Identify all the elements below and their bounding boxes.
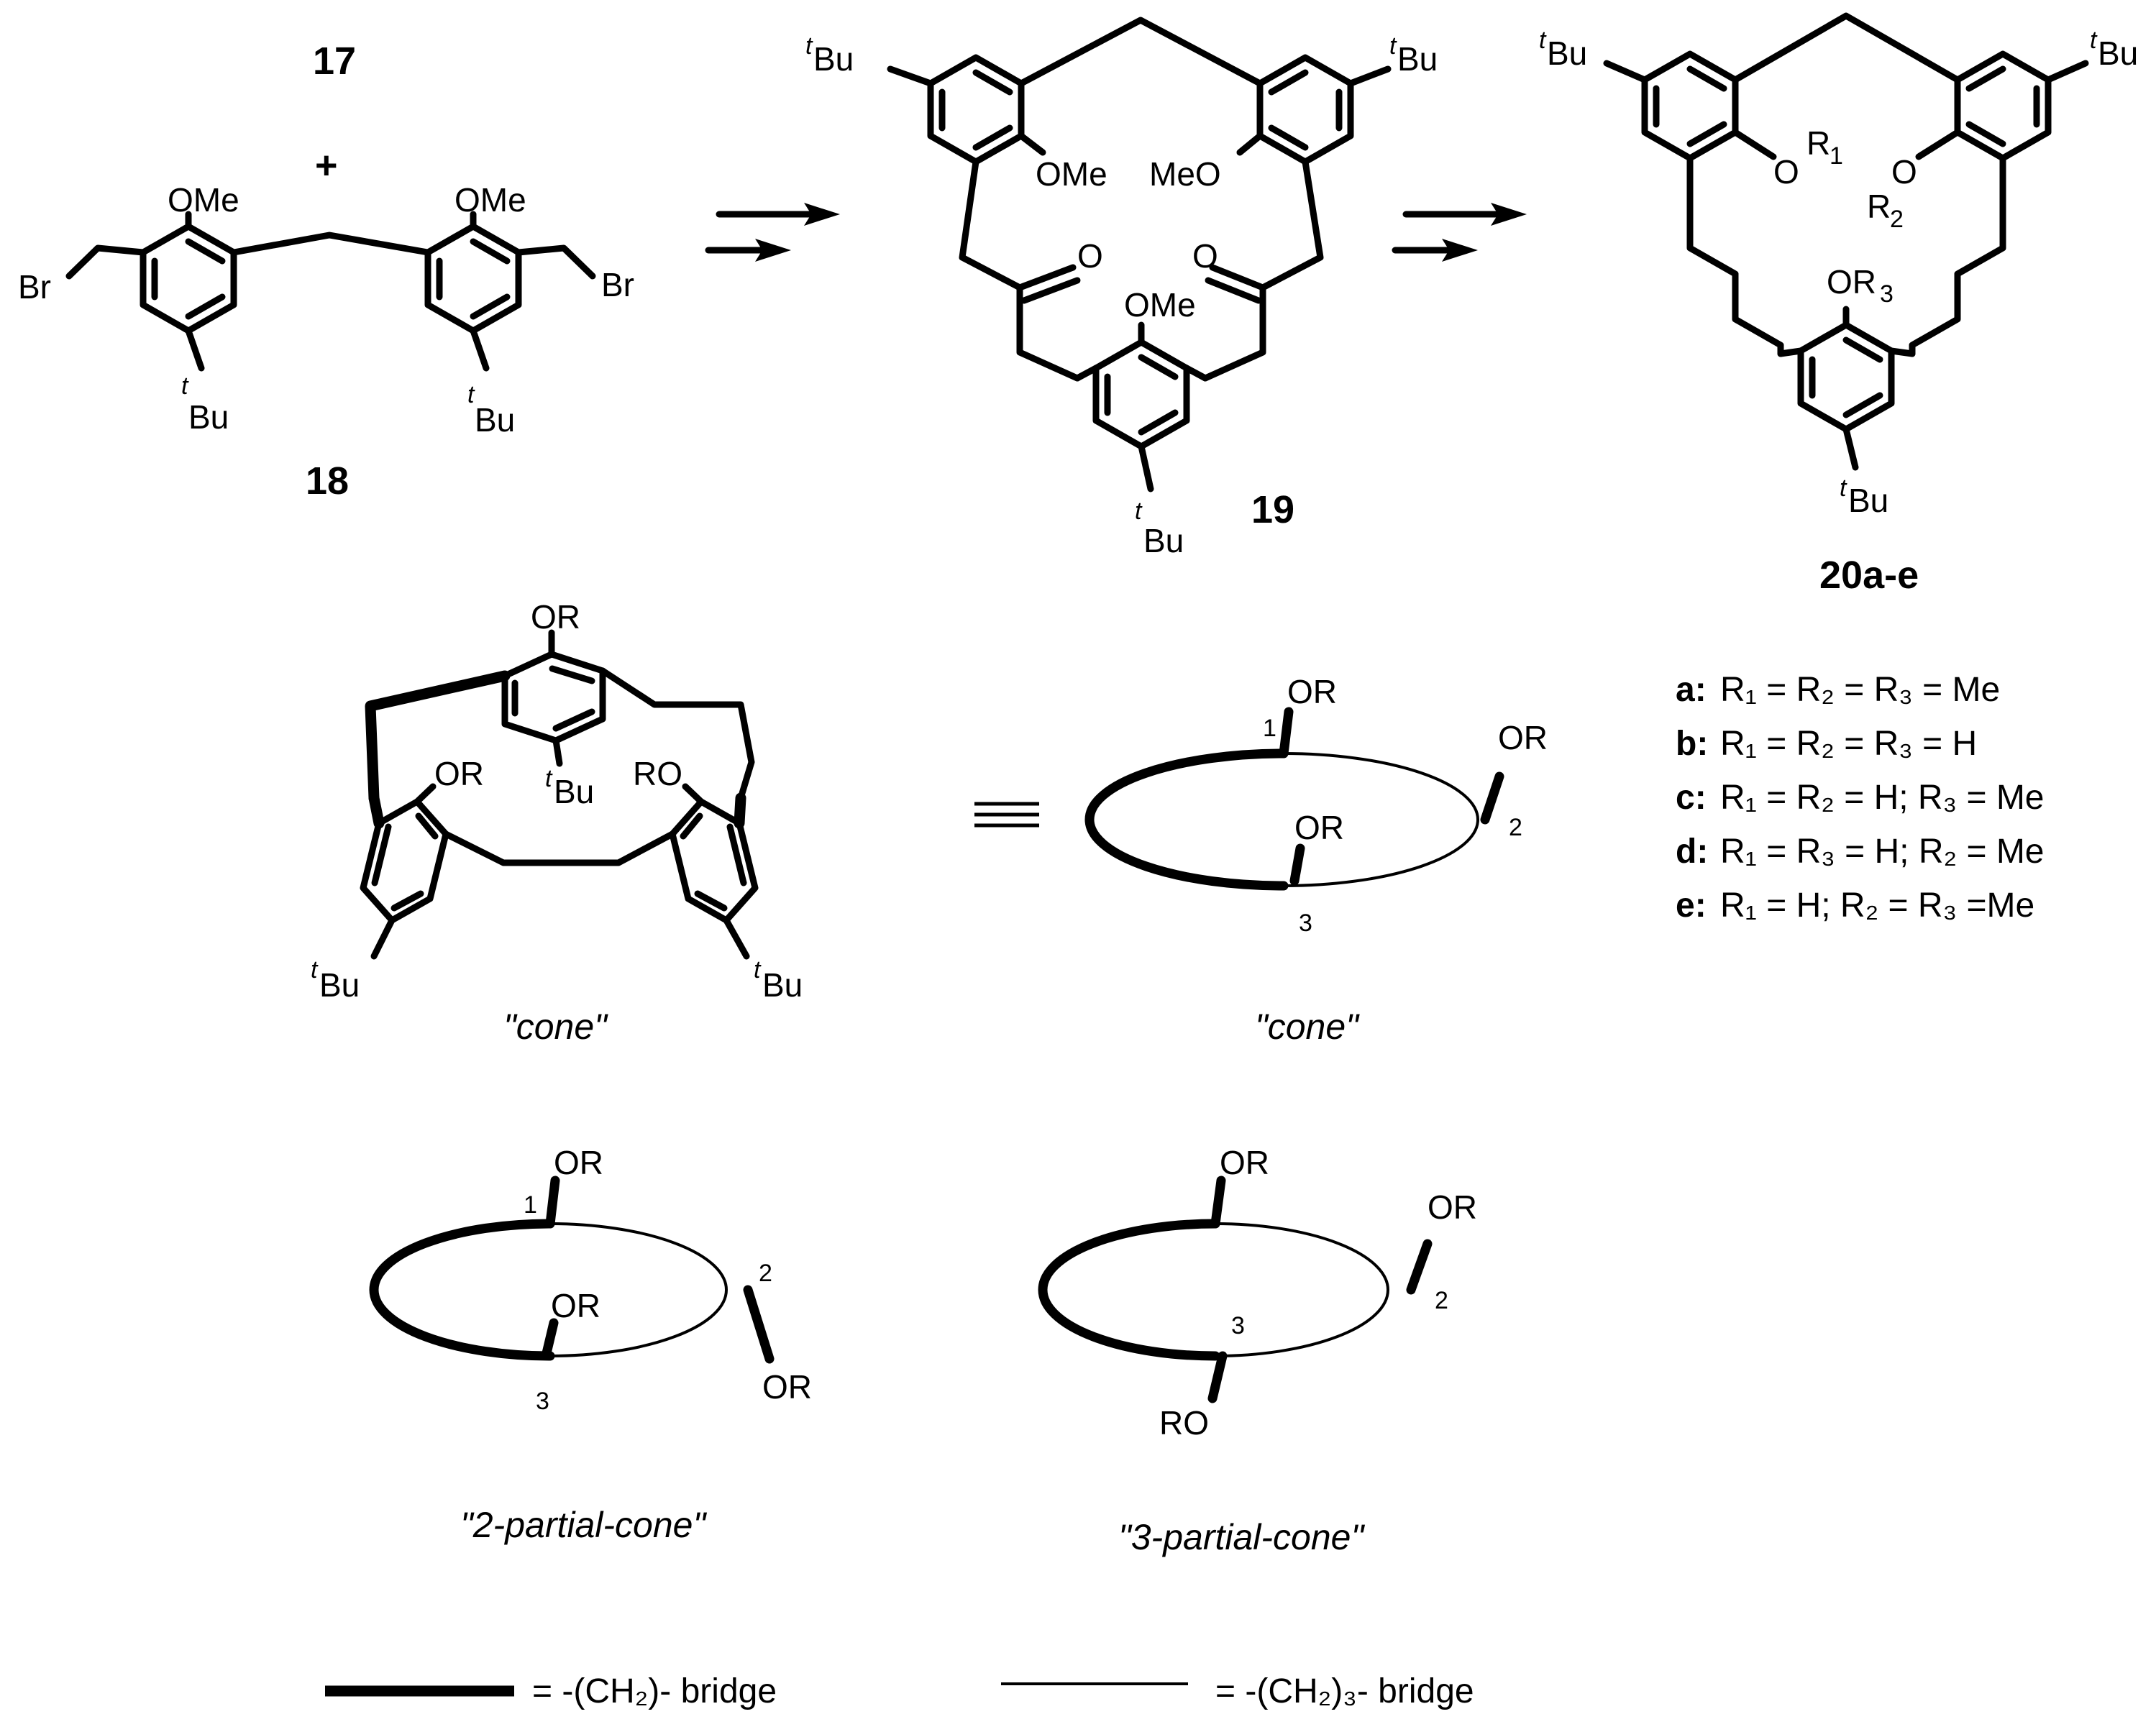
tbu-t-label: t — [1389, 32, 1397, 60]
tbu-t-label: t — [1135, 498, 1143, 525]
reaction-arrow — [705, 203, 840, 262]
reaction-arrow — [1392, 203, 1527, 262]
r3-subscript: 3 — [1880, 280, 1894, 308]
or-label: OR — [554, 1144, 603, 1181]
or-label: OR — [1287, 673, 1337, 710]
compound-18-label: 18 — [306, 459, 349, 503]
compound-20-structure — [1603, 12, 2089, 471]
plus-sign: + — [315, 144, 338, 187]
or-label: OR — [1498, 719, 1548, 756]
ome-label: OMe — [455, 181, 526, 219]
compound-19-structure — [887, 17, 1392, 492]
variant-letter: e: — [1676, 886, 1707, 925]
compound-20-label: 20a-e — [1819, 554, 1919, 597]
tbu-t-label: t — [805, 32, 813, 60]
tbu-label: Bu — [762, 966, 803, 1004]
variant-definition: R₁ = R₂ = H; R₃ = Me — [1720, 779, 2045, 817]
position-1-label: 1 — [1263, 715, 1276, 742]
position-3-label: 3 — [536, 1388, 549, 1415]
ketone-o-label: O — [1192, 237, 1218, 275]
tbu-t-label: t — [467, 381, 475, 408]
ome-label: OMe — [1124, 286, 1196, 324]
tbu-label: Bu — [475, 401, 515, 439]
variant-table: a: R₁ = R₂ = R₃ = Me b: R₁ = R₂ = R₃ = H c: R… — [1676, 671, 2045, 925]
position-1-label: 1 — [524, 1191, 537, 1219]
partial-cone-3-caption: "3-partial-cone" — [1118, 1517, 1365, 1557]
tbu-label: Bu — [1143, 522, 1184, 559]
variant-definition: R₁ = R₂ = R₃ = H — [1720, 725, 1977, 763]
variant-definition: R₁ = R₂ = R₃ = Me — [1720, 671, 2000, 709]
tbu-t-label: t — [1840, 475, 1847, 502]
r1-subscript: 1 — [1830, 142, 1843, 170]
tbu-t-label: t — [181, 372, 189, 400]
partial-cone-2-caption: "2-partial-cone" — [460, 1505, 707, 1545]
tbu-label: Bu — [554, 773, 594, 810]
cone-3d-structure — [360, 629, 759, 960]
variant-letter: b: — [1676, 725, 1708, 763]
tbu-label: Bu — [1397, 40, 1438, 78]
r2-label: R — [1867, 188, 1891, 225]
tbu-label: Bu — [2098, 35, 2138, 72]
ome-label: OMe — [168, 181, 239, 219]
tbu-t-label: t — [311, 956, 319, 984]
compound-19-label: 19 — [1251, 488, 1294, 531]
tbu-label: Bu — [813, 40, 854, 78]
compound-17-label: 17 — [313, 40, 356, 83]
tbu-t-label: t — [754, 956, 762, 984]
position-3-label: 3 — [1299, 909, 1312, 937]
ketone-o-label: O — [1077, 237, 1103, 275]
br-label: Br — [18, 268, 51, 306]
tbu-label: Bu — [1547, 35, 1587, 72]
ro-label: RO — [1159, 1404, 1209, 1442]
or-label: OR — [531, 598, 580, 636]
ro-label: RO — [633, 755, 682, 792]
or-label: OR — [1220, 1144, 1269, 1181]
variant-definition: R₁ = H; R₂ = R₃ =Me — [1720, 886, 2034, 925]
o-r1-oxygen: O — [1773, 153, 1799, 191]
variant-letter: d: — [1676, 833, 1708, 871]
cone-schematic — [1084, 707, 1504, 891]
or-label: OR — [1294, 809, 1344, 846]
variant-definition: R₁ = R₃ = H; R₂ = Me — [1720, 833, 2045, 871]
br-label: Br — [601, 266, 634, 303]
tbu-t-label: t — [1539, 27, 1547, 54]
partial-cone-3-schematic — [1038, 1176, 1433, 1403]
tbu-t-label: t — [2090, 27, 2098, 54]
cone-3d-caption: "cone" — [503, 1007, 608, 1047]
variant-letter: a: — [1676, 671, 1707, 709]
equivalence-sign — [974, 802, 1039, 828]
partial-cone-2-schematic — [369, 1176, 775, 1364]
position-2-label: 2 — [1509, 814, 1522, 841]
legend — [325, 1682, 1188, 1697]
tbu-t-label: t — [545, 765, 553, 792]
legend-thick-label: = -(CH₂)- bridge — [532, 1672, 777, 1710]
tbu-label: Bu — [1848, 482, 1888, 519]
or-label: OR — [434, 755, 484, 792]
tbu-label: Bu — [188, 398, 229, 436]
or3-label: OR — [1827, 263, 1876, 301]
or-label: OR — [1428, 1188, 1477, 1226]
tbu-label: Bu — [319, 966, 360, 1004]
r2-subscript: 2 — [1890, 206, 1904, 233]
position-2-label: 2 — [1435, 1287, 1448, 1314]
legend-thin-label: = -(CH₂)₃- bridge — [1215, 1672, 1474, 1710]
compound-18-structure — [65, 211, 596, 372]
o-r2-oxygen: O — [1891, 153, 1917, 191]
ome-label: OMe — [1036, 155, 1107, 193]
variant-letter: c: — [1676, 779, 1707, 817]
cone-schematic-caption: "cone" — [1255, 1007, 1360, 1047]
or-label: OR — [551, 1287, 600, 1324]
meo-label: MeO — [1149, 155, 1221, 193]
or-label: OR — [762, 1368, 812, 1406]
position-3-label: 3 — [1231, 1312, 1245, 1339]
position-2-label: 2 — [759, 1260, 772, 1287]
r1-label: R — [1806, 124, 1830, 162]
